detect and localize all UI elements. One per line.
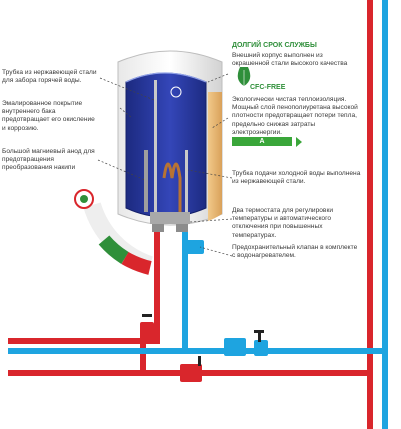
cold-water-pipes	[8, 232, 388, 356]
riser-pipes	[367, 0, 388, 429]
hot-water-pipes	[8, 232, 373, 382]
leader-lines	[97, 73, 233, 257]
label-hot-tube: Трубка из нержавеющей стали для забора г…	[2, 69, 97, 85]
label-thermostats: Два термостата для регулировки температу…	[232, 207, 334, 239]
label-anode: Большой магниевый анод для предотвращени…	[2, 148, 95, 172]
tank	[117, 50, 223, 232]
label-cold-tube: Трубка подачи холодной воды выполнена из…	[232, 170, 361, 186]
long-life-title: ДОЛГИЙ СРОК СЛУЖБЫ	[232, 42, 317, 49]
label-safety-valve: Предохранительный клапан в комплекте с в…	[232, 244, 358, 260]
quality-seal-icon	[74, 189, 154, 275]
energy-class-label: A	[232, 137, 292, 146]
leaf-icon	[237, 67, 251, 86]
cfc-title: CFC-FREE	[250, 84, 286, 91]
cfc-text: Экологически чистая теплоизоляция. Мощны…	[232, 96, 358, 136]
label-enamel: Эмалированное покрытие внутреннего бака …	[2, 100, 95, 132]
long-life-text: Внешний корпус выполнен из окрашенной ст…	[232, 52, 348, 68]
energy-class-badge	[296, 137, 302, 147]
